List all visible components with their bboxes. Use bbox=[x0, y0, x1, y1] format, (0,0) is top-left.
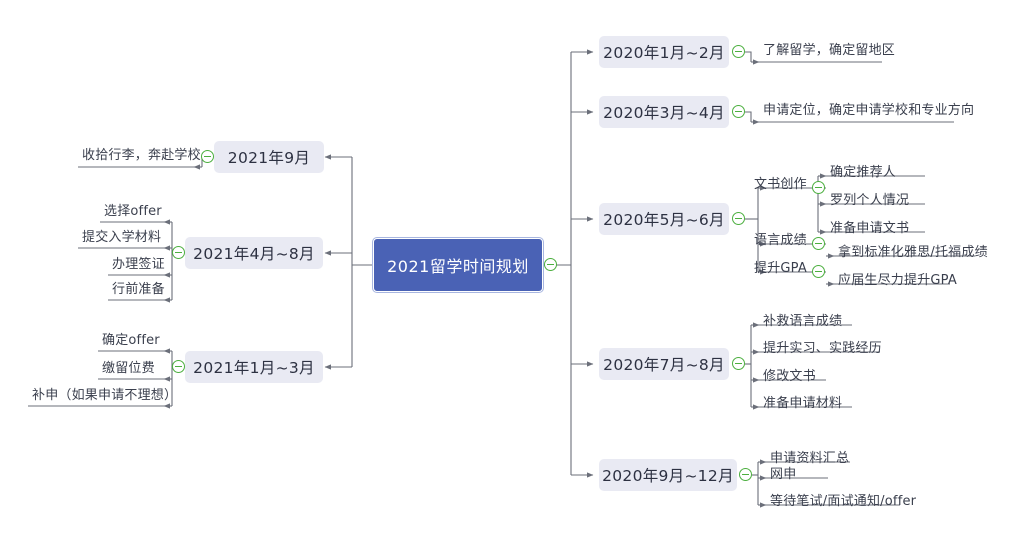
leaf-confirm-offer[interactable]: 确定offer bbox=[102, 333, 160, 348]
branch-node-2020-09-12[interactable]: 2020年9月~12月 bbox=[599, 459, 737, 491]
leaf-compile-application-documents[interactable]: 申请资料汇总 bbox=[770, 451, 850, 466]
leaf-understand-study-abroad[interactable]: 了解留学，确定留地区 bbox=[763, 43, 896, 58]
leaf-online-application[interactable]: 网申 bbox=[770, 467, 797, 482]
root-node[interactable]: 2021留学时间规划 bbox=[372, 237, 544, 293]
leaf-supplementary-application[interactable]: 补申（如果申请不理想） bbox=[32, 388, 178, 403]
leaf-pre-departure-prep[interactable]: 行前准备 bbox=[112, 282, 165, 297]
toggle-language-score[interactable] bbox=[812, 237, 825, 250]
branch-node-2020-05-06[interactable]: 2020年5月~6月 bbox=[599, 203, 729, 235]
leaf-prepare-application-essays[interactable]: 准备申请文书 bbox=[830, 221, 910, 236]
leaf-list-personal-situation[interactable]: 罗列个人情况 bbox=[830, 193, 910, 208]
toggle-essay-writing[interactable] bbox=[812, 181, 825, 194]
leaf-pack-and-depart[interactable]: 收拾行李，奔赴学校 bbox=[82, 148, 201, 163]
leaf-pay-deposit[interactable]: 缴留位费 bbox=[102, 361, 155, 376]
leaf-language-score[interactable]: 语言成绩 bbox=[754, 233, 807, 248]
branch-toggle-2021-09[interactable] bbox=[201, 150, 214, 163]
branch-toggle-2021-01-03[interactable] bbox=[172, 360, 185, 373]
branch-toggle-2020-05-06[interactable] bbox=[732, 212, 745, 225]
leaf-choose-offer[interactable]: 选择offer bbox=[104, 204, 162, 219]
branch-node-2020-03-04[interactable]: 2020年3月~4月 bbox=[599, 96, 729, 128]
leaf-prepare-application-materials[interactable]: 准备申请材料 bbox=[763, 396, 843, 411]
branch-toggle-2020-09-12[interactable] bbox=[739, 468, 752, 481]
branch-node-2021-04-08[interactable]: 2021年4月~8月 bbox=[185, 237, 323, 269]
branch-toggle-2021-04-08[interactable] bbox=[172, 246, 185, 259]
branch-node-2020-07-08[interactable]: 2020年7月~8月 bbox=[599, 348, 729, 380]
leaf-confirm-recommender[interactable]: 确定推荐人 bbox=[830, 165, 897, 180]
leaf-essay-writing[interactable]: 文书创作 bbox=[754, 177, 807, 192]
leaf-apply-visa[interactable]: 办理签证 bbox=[112, 257, 165, 272]
leaf-remedy-language-score[interactable]: 补救语言成绩 bbox=[763, 314, 843, 329]
leaf-revise-essays[interactable]: 修改文书 bbox=[763, 369, 816, 384]
leaf-await-interview-offer[interactable]: 等待笔试/面试通知/offer bbox=[770, 494, 917, 509]
leaf-improve-gpa[interactable]: 提升GPA bbox=[754, 261, 807, 276]
root-collapse-toggle[interactable] bbox=[544, 258, 557, 271]
branch-toggle-2020-01-02[interactable] bbox=[732, 45, 745, 58]
leaf-application-positioning[interactable]: 申请定位，确定申请学校和专业方向 bbox=[763, 103, 975, 118]
leaf-improve-internship[interactable]: 提升实习、实践经历 bbox=[763, 341, 882, 356]
branch-toggle-2020-03-04[interactable] bbox=[732, 105, 745, 118]
branch-node-2020-01-02[interactable]: 2020年1月~2月 bbox=[599, 36, 729, 68]
toggle-improve-gpa[interactable] bbox=[812, 265, 825, 278]
leaf-fresh-graduate-gpa[interactable]: 应届生尽力提升GPA bbox=[838, 273, 957, 288]
branch-node-2021-01-03[interactable]: 2021年1月~3月 bbox=[185, 351, 323, 383]
branch-node-2021-09[interactable]: 2021年9月 bbox=[214, 141, 324, 173]
leaf-submit-enrollment-materials[interactable]: 提交入学材料 bbox=[82, 230, 162, 245]
branch-toggle-2020-07-08[interactable] bbox=[732, 357, 745, 370]
leaf-get-ielts-toefl-score[interactable]: 拿到标准化雅思/托福成绩 bbox=[838, 245, 988, 260]
